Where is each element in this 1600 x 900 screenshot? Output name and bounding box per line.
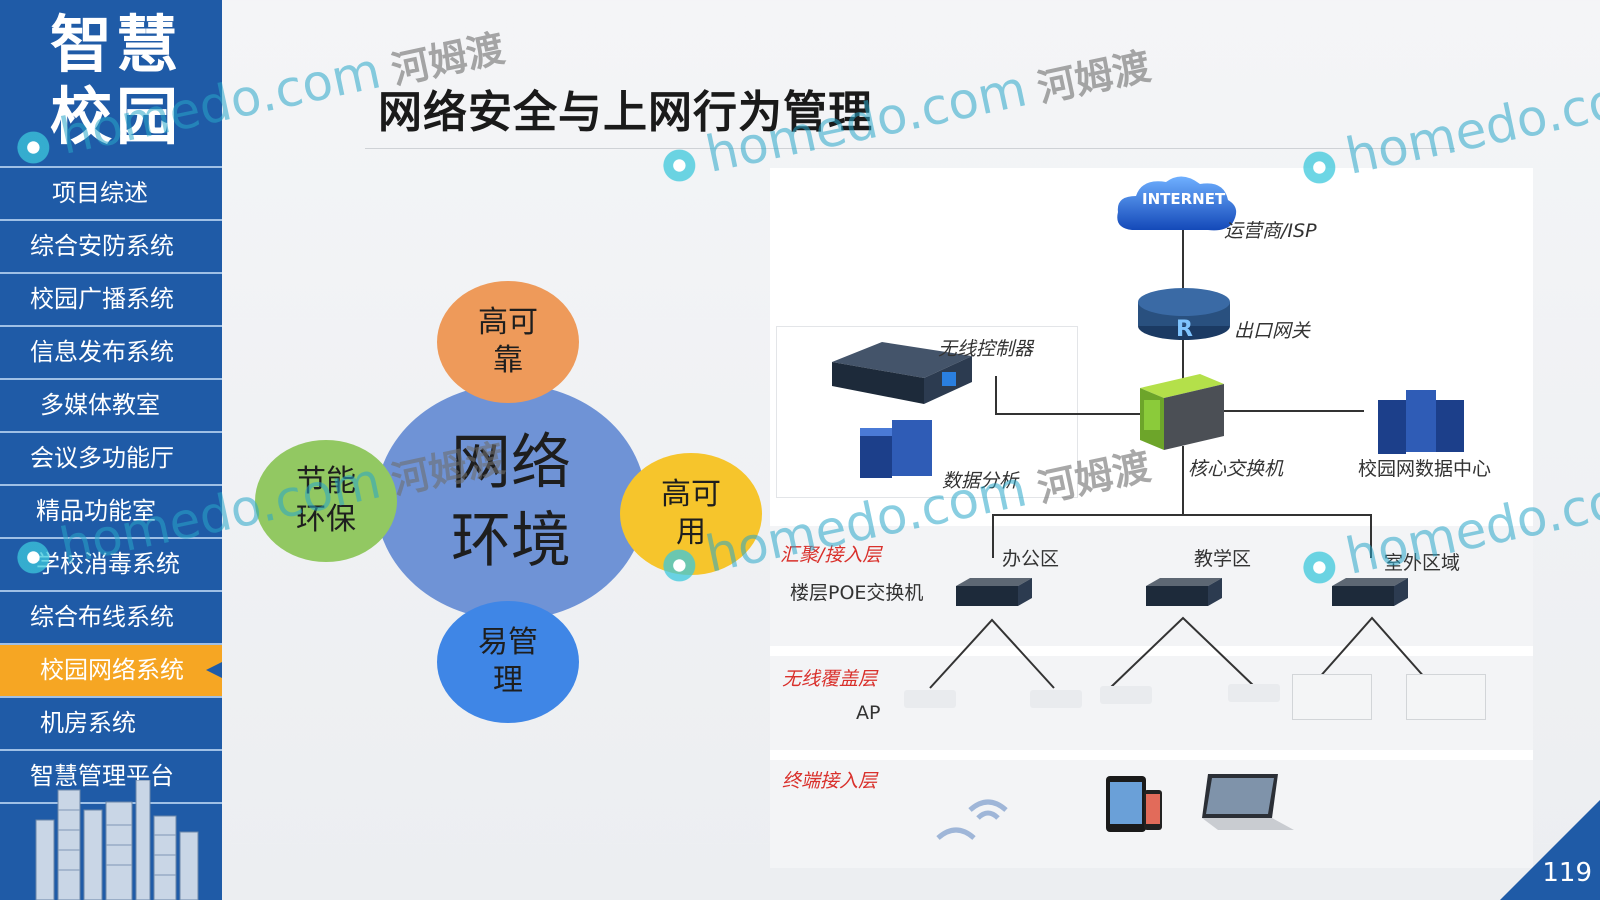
internet-to-gateway-line [1182,216,1184,298]
availability-label: 高可用 [661,477,721,550]
sidebar-item-label: 信息发布系统 [30,338,174,366]
ap-icon [1030,690,1082,708]
sidebar-item-label: 校园广播系统 [30,285,174,313]
core-to-controller-line [995,413,1147,415]
distribution-bus-line [992,514,1372,516]
energy-saving-circle: 节能环保 [255,440,397,562]
analysis-server-icon [860,420,932,478]
sidebar-item-label: 会议多功能厅 [30,444,174,472]
sidebar-item-info-release[interactable]: 信息发布系统 [0,327,222,380]
management-label: 易管理 [478,625,538,698]
watermark-flower-icon [5,529,61,585]
brand-line-1: 智慧 [50,8,183,81]
office-drop-line [992,514,994,558]
sidebar-item-label: 多媒体教室 [40,391,160,419]
gateway-to-core-line [1182,338,1184,382]
watermark-cn: 河姆渡 [1033,43,1155,111]
data-analysis-label: 数据分析 [942,470,1019,492]
wireless-layer-band [770,656,1533,750]
page-number: 119 [1542,858,1592,888]
router-icon: R [1138,288,1230,342]
ap-icon [904,690,956,708]
sidebar-item-conference[interactable]: 会议多功能厅 [0,433,222,486]
sidebar-item-function-room[interactable]: 精品功能室 [0,486,222,539]
internet-cloud-icon [1117,176,1237,231]
svg-text:R: R [1176,317,1193,342]
zone-outdoor-label: 室外区域 [1384,552,1461,574]
sidebar-item-multimedia[interactable]: 多媒体教室 [0,380,222,433]
brand-logo: 智慧 校园 [0,0,222,168]
watermark-flower-icon [651,137,707,193]
sidebar-item-label: 综合安防系统 [30,232,174,260]
wireless-controller-icon [832,342,972,404]
sidebar-item-label: 项目综述 [52,179,148,207]
laptop-icon [1202,774,1294,830]
sidebar-item-label: 校园网络系统 [40,656,184,684]
datacenter-server-icon [1378,390,1464,454]
ap-icon [1100,686,1152,704]
ap-icon [1228,684,1280,702]
sidebar: 智慧 校园 项目综述 综合安防系统 校园广播系统 信息发布系统 多媒体教室 会议… [0,0,222,900]
wireless-controller-label: 无线控制器 [938,338,1034,360]
high-reliability-circle: 高可靠 [437,281,579,403]
gateway-label: 出口网关 [1234,320,1311,342]
sidebar-item-server-room[interactable]: 机房系统 [0,698,222,751]
title-divider [365,148,1455,149]
network-environment-circle: 网络环境 [376,384,646,620]
zone-teaching-label: 教学区 [1194,548,1252,570]
brand-line-2: 校园 [50,80,183,153]
wifi-signal-icon [936,799,1008,840]
outdoor-ap-icon [1292,674,1372,720]
sidebar-item-label: 精品功能室 [36,497,156,525]
watermark-flower-icon [651,537,707,593]
aggregation-layer-label: 汇聚/接入层 [780,544,882,566]
tablet-phone-icon [1106,776,1162,832]
core-to-distribution-line [1182,446,1184,514]
sidebar-item-label: 机房系统 [40,709,136,737]
sidebar-item-label: 学校消毒系统 [36,550,180,578]
floor-poe-label: 楼层POE交换机 [790,582,924,604]
sidebar-item-overview[interactable]: 项目综述 [0,168,222,221]
ap-links [929,616,1435,689]
wireless-layer-label: 无线覆盖层 [782,668,878,690]
sidebar-item-cabling[interactable]: 综合布线系统 [0,592,222,645]
network-topology-diagram: INTERNET 运营商/ISP R 出口网关 无线控制器 数据分析 核心交换机… [770,168,1533,868]
center-label: 网络环境 [451,428,571,576]
zone-office-label: 办公区 [1002,548,1060,570]
poe-switch-icon [1332,578,1408,606]
internet-label: INTERNET [1142,190,1226,208]
core-switch-label: 核心交换机 [1188,458,1284,480]
city-skyline-icon [35,780,199,900]
isp-label: 运营商/ISP [1224,220,1317,242]
datacenter-label: 校园网数据中心 [1358,458,1492,480]
page-corner [1500,800,1600,900]
sidebar-item-broadcast[interactable]: 校园广播系统 [0,274,222,327]
outdoor-ap-icon [1406,674,1486,720]
sidebar-item-campus-network[interactable]: 校园网络系统 [0,645,222,698]
sidebar-item-security[interactable]: 综合安防系统 [0,221,222,274]
easy-management-circle: 易管理 [437,601,579,723]
eco-label: 节能环保 [296,464,356,537]
page-title: 网络安全与上网行为管理 [378,87,873,138]
sidebar-item-label: 综合布线系统 [30,603,174,631]
watermark-flower-icon [1291,539,1347,595]
sidebar-item-disinfection[interactable]: 学校消毒系统 [0,539,222,592]
core-to-datacenter-line [1222,410,1364,412]
ap-label: AP [856,702,881,724]
poe-switch-icon [1146,578,1222,606]
core-switch-icon [1140,374,1224,450]
outdoor-drop-line [1370,514,1372,558]
terminal-layer-label: 终端接入层 [782,770,878,792]
controller-frame [776,326,1078,498]
controller-drop-line [995,376,997,414]
poe-switch-icon [956,578,1032,606]
reliability-label: 高可靠 [478,305,538,378]
sidebar-nav: 项目综述 综合安防系统 校园广播系统 信息发布系统 多媒体教室 会议多功能厅 精… [0,168,222,804]
watermark-flower-icon [5,119,61,175]
watermark-flower-icon [1291,139,1347,195]
